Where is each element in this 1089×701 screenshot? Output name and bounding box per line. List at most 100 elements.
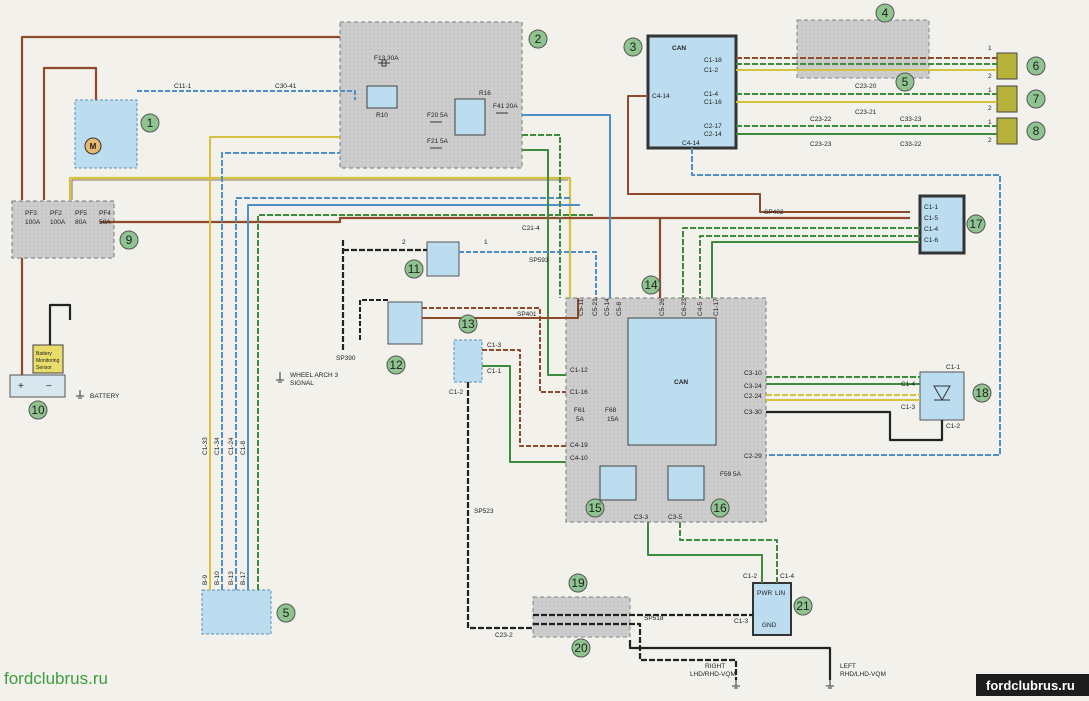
- label-f68: F68: [605, 407, 617, 414]
- watermark-right-bg: [976, 674, 1089, 696]
- component-number: 11: [408, 262, 421, 276]
- component-label-8: 8: [1026, 121, 1046, 141]
- label-top-14: C5-8: [616, 302, 623, 316]
- label-lin: LIN: [775, 590, 785, 597]
- harness-box-19: [532, 596, 631, 638]
- watermark-right: fordclubrus.ru: [986, 678, 1075, 693]
- label-top-14b: C6-23: [681, 298, 688, 316]
- component-label-10: 10: [28, 400, 48, 420]
- battery-sensor-box: [32, 344, 64, 374]
- relay-r10: [366, 85, 398, 109]
- label-m-c3-24: C3-24: [744, 383, 762, 390]
- label-m-c3-10: C3-10: [744, 370, 762, 377]
- label-m-c1-16: C1-16: [570, 389, 588, 396]
- label-c21-4: C21-4: [522, 225, 540, 232]
- label-13-c1-1: C1-1: [487, 368, 501, 375]
- label-c23-23: C23-23: [810, 141, 832, 148]
- label-bottom-vert: B-10: [214, 571, 221, 585]
- symbols: [76, 59, 951, 689]
- control-module-14-core: [627, 317, 717, 446]
- label-c23-2: C23-2: [495, 632, 513, 639]
- component-number: 1: [147, 116, 154, 130]
- component-number: 6: [1033, 59, 1040, 73]
- label-m-c4-10: C4-10: [570, 455, 588, 462]
- label-c23-21: C23-21: [855, 109, 877, 116]
- label-f61v: 5A: [576, 416, 585, 423]
- label-pin-7-1: 1: [988, 87, 992, 94]
- label-left2: RHD/LHD-VQM: [840, 671, 886, 678]
- label-c4-14: C4-14: [652, 93, 670, 100]
- label-top-14b: C1-17: [713, 298, 720, 316]
- component-label-13: 13: [458, 314, 478, 334]
- relay-15: [599, 465, 637, 501]
- component-label-1: 1: [140, 113, 160, 133]
- label-c11-1: C11-1: [174, 83, 192, 90]
- label-18-c1-3: C1-3: [901, 404, 915, 411]
- component-label-3: 3: [623, 37, 643, 57]
- label-f21: F21 5A: [427, 138, 449, 145]
- label-pin-8-1: 1: [988, 119, 992, 126]
- component-number: 19: [571, 576, 585, 590]
- label-can-14: CAN: [674, 379, 688, 386]
- label-pf5v: 80A: [75, 219, 87, 226]
- label-battery: BATTERY: [90, 393, 120, 400]
- motor-unit-1: [74, 99, 138, 169]
- connector-7: [996, 85, 1018, 113]
- label-pf3: PF3: [25, 210, 37, 217]
- label-pin-6-1: 1: [988, 45, 992, 52]
- label-m-c2-24: C2-24: [744, 393, 762, 400]
- label-m-c3-5: C3-5: [668, 514, 682, 521]
- component-label-4: 4: [875, 3, 895, 23]
- component-number: 14: [644, 278, 658, 292]
- label-sp593: SP593: [529, 257, 549, 264]
- label-pin-2: 2: [402, 239, 406, 246]
- component-label-5: 5: [895, 72, 915, 92]
- label-pf5: PF5: [75, 210, 87, 217]
- label-minus: −: [46, 381, 52, 392]
- component-number: 3: [630, 40, 637, 54]
- label-c1-4: C1-4: [704, 91, 718, 98]
- component-number: 5: [902, 75, 909, 89]
- label-18-c1-2: C1-2: [946, 423, 960, 430]
- diode-18-icon: [933, 385, 951, 402]
- label-bms1: Battery: [36, 351, 52, 357]
- component-label-14: 14: [641, 275, 661, 295]
- label-right1: RIGHT: [705, 663, 725, 670]
- label-sp390: SP390: [336, 355, 356, 362]
- label-bottom-vert: B-13: [228, 571, 235, 585]
- label-17-c1-5: C1-5: [924, 215, 938, 222]
- label-bms3: Sensor: [36, 365, 52, 371]
- label-13-c1-2: C1-2: [449, 389, 463, 396]
- switch-11: [426, 241, 460, 277]
- component-label-19: 19: [568, 573, 588, 593]
- watermark-left: fordclubrus.ru: [4, 669, 108, 688]
- label-top-14: C5-14: [604, 298, 611, 316]
- label-f61: F61: [574, 407, 586, 414]
- component-number: 20: [574, 641, 588, 655]
- component-number: 5: [283, 606, 290, 620]
- connector-block-5: [201, 589, 272, 635]
- label-pf3v: 100A: [25, 219, 41, 226]
- label-m-c3-30: C3-30: [744, 409, 762, 416]
- module-21: [752, 582, 792, 636]
- label-c33-22: C33-22: [900, 141, 922, 148]
- label-f20: F20 5A: [427, 112, 449, 119]
- component-label-20: 20: [571, 638, 591, 658]
- label-c30-41: C30-41: [275, 83, 297, 90]
- label-motor: M: [90, 142, 97, 151]
- label-wheel1: WHEEL ARCH 3: [290, 372, 339, 379]
- label-sp401: SP401: [517, 311, 537, 318]
- ground-left-icon: [826, 680, 834, 689]
- connector-8: [996, 117, 1018, 145]
- component-label-11: 11: [404, 259, 424, 279]
- component-number: 7: [1033, 92, 1040, 106]
- label-18-c1-1: C1-1: [946, 364, 960, 371]
- component-number: 9: [126, 233, 133, 247]
- label-c1-2: C1-2: [704, 67, 718, 74]
- label-c2-17: C2-17: [704, 123, 722, 130]
- component-label-7: 7: [1026, 89, 1046, 109]
- label-left-vert: C1-34: [214, 437, 221, 455]
- label-17-c1-4: C1-4: [924, 226, 938, 233]
- label-left-vert: C1-8: [240, 441, 247, 455]
- label-bottom-vert: B-9: [202, 575, 209, 586]
